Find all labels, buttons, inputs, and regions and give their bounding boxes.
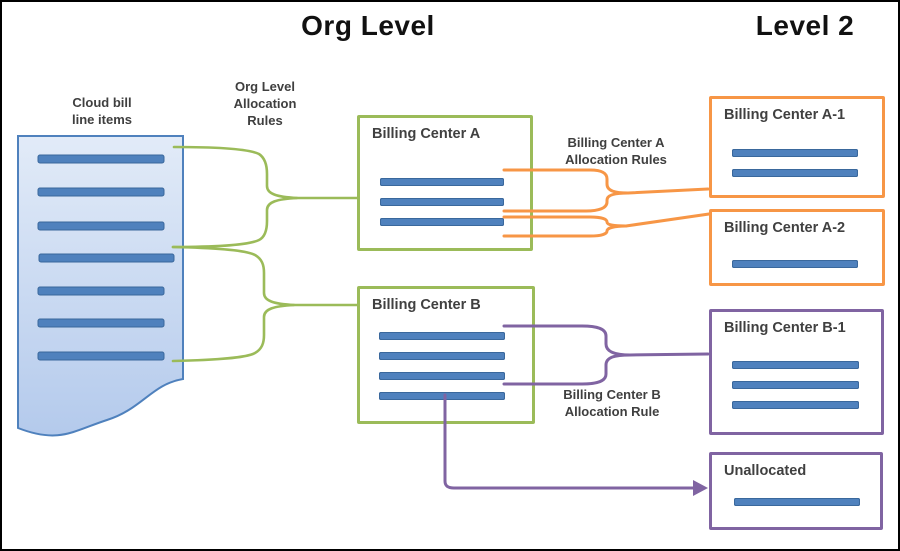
billing-center-a1-lines	[732, 149, 858, 189]
billing-line	[732, 260, 858, 268]
center-a-allocation-rules-label: Billing Center A Allocation Rules	[545, 134, 687, 168]
unallocated-box: Unallocated	[709, 452, 883, 530]
billing-center-b1-lines	[732, 361, 859, 421]
billing-line	[380, 198, 504, 206]
billing-line	[732, 361, 859, 369]
cloud-bill-label: Cloud bill line items	[40, 94, 164, 128]
unallocated-lines	[734, 498, 860, 518]
unallocated-title: Unallocated	[724, 463, 807, 479]
billing-line	[732, 401, 859, 409]
billing-line	[379, 392, 505, 400]
center-b-rules-line1: Billing Center B	[563, 387, 661, 402]
billing-line	[379, 332, 505, 340]
billing-line	[379, 352, 505, 360]
level2-title: Level 2	[755, 10, 855, 41]
cloud-bill-label-line2: line items	[72, 112, 132, 127]
billing-line	[732, 149, 858, 157]
billing-center-b-lines	[379, 332, 505, 412]
center-b-rules-line2: Allocation Rule	[564, 404, 660, 419]
billing-center-a2-title: Billing Center A-2	[724, 220, 846, 236]
org-rules-line3: Rules	[247, 113, 283, 128]
billing-line	[732, 381, 859, 389]
billing-center-a-lines	[380, 178, 504, 238]
billing-center-a2-box: Billing Center A-2	[709, 209, 885, 286]
billing-line	[734, 498, 860, 506]
billing-center-b1-title: Billing Center B-1	[724, 320, 846, 336]
billing-center-a-title: Billing Center A	[372, 126, 481, 142]
org-level-title: Org Level	[301, 10, 435, 41]
billing-line	[380, 178, 504, 186]
billing-center-a1-box: Billing Center A-1	[709, 96, 885, 198]
cloud-bill-label-line1: Cloud bill	[72, 95, 132, 110]
billing-center-a1-title: Billing Center A-1	[724, 107, 846, 123]
billing-line	[732, 169, 858, 177]
billing-line	[380, 218, 504, 226]
billing-center-a2-lines	[732, 260, 858, 280]
center-a-rules-line2: Allocation Rules	[565, 152, 667, 167]
org-allocation-rules-label: Org Level Allocation Rules	[205, 78, 325, 129]
center-a-rules-line1: Billing Center A	[567, 135, 665, 150]
org-rules-line2: Allocation	[233, 96, 297, 111]
center-b-allocation-rule-label: Billing Center B Allocation Rule	[541, 386, 683, 420]
org-rules-line1: Org Level	[235, 79, 295, 94]
billing-line	[379, 372, 505, 380]
billing-center-b1-box: Billing Center B-1	[709, 309, 884, 435]
billing-center-b-title: Billing Center B	[372, 297, 481, 313]
